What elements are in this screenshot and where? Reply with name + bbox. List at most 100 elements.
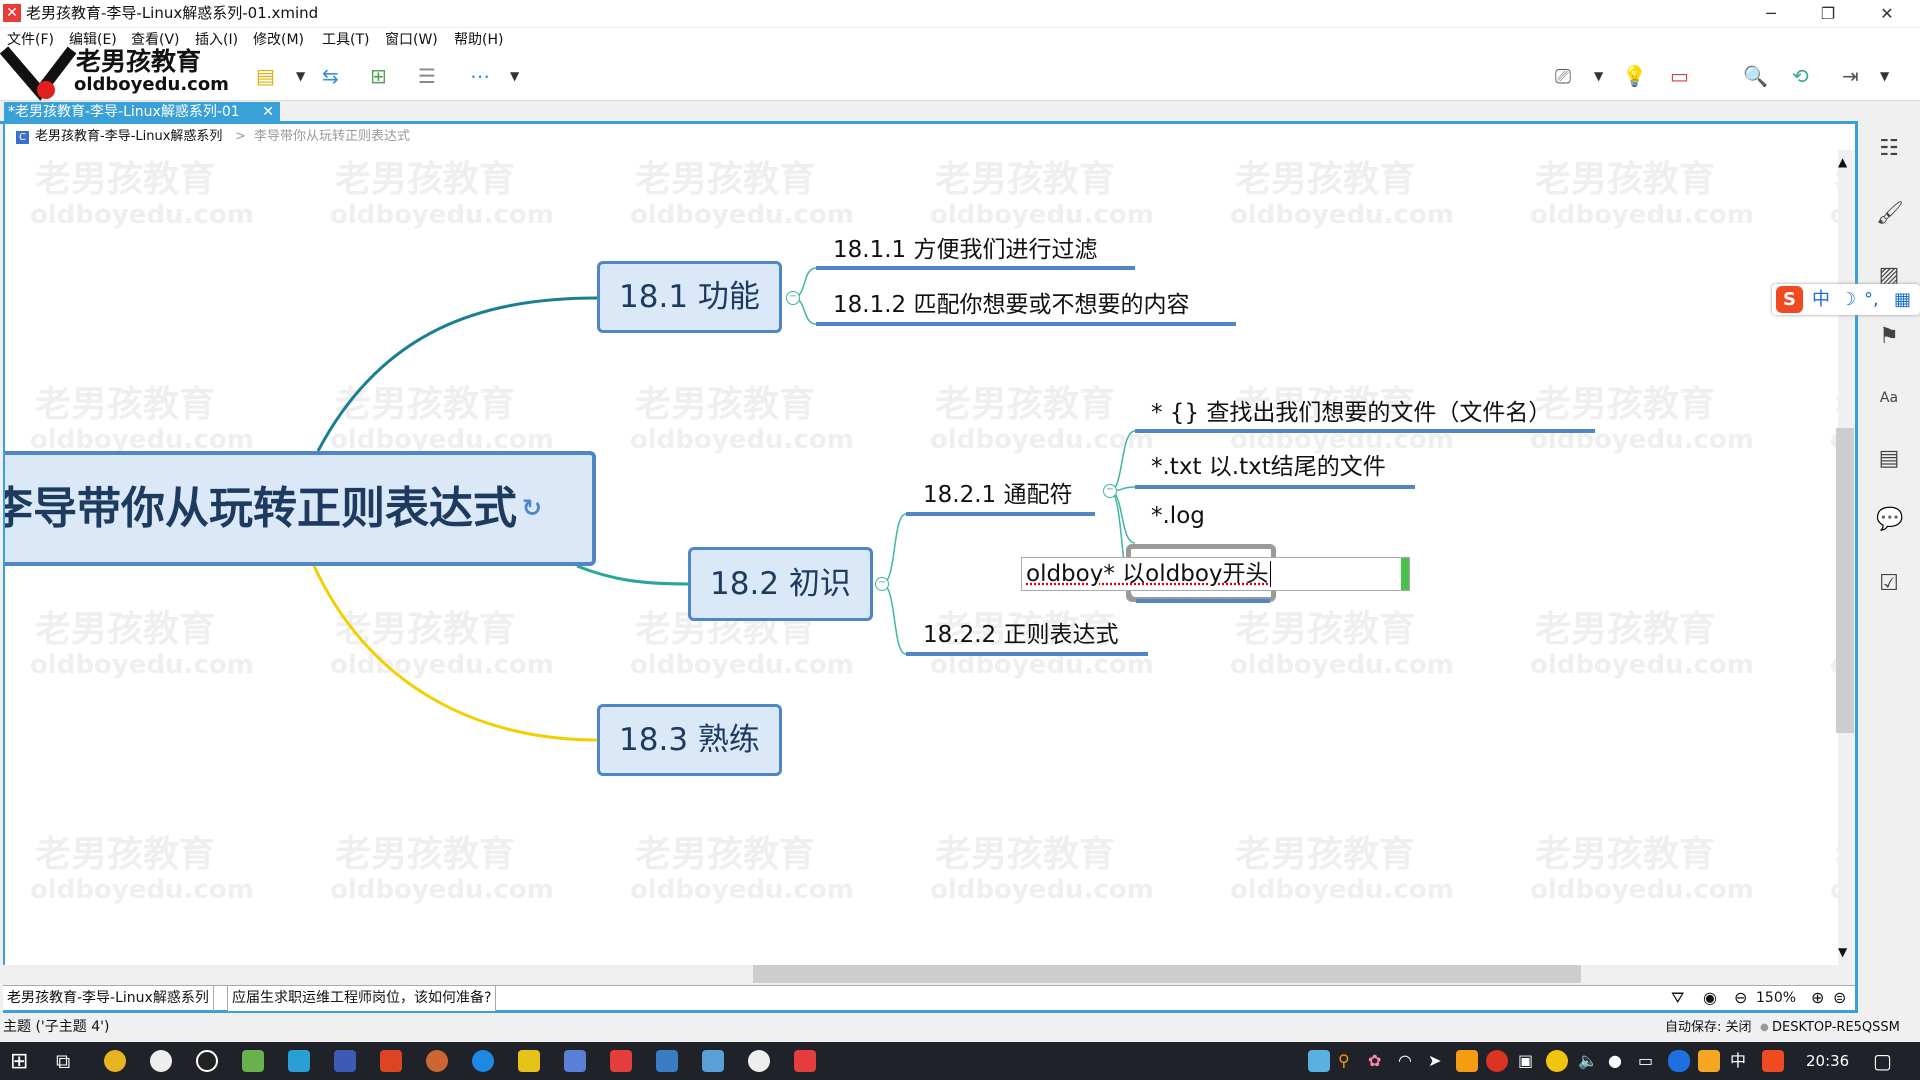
autosave-status[interactable]: 自动保存: 关闭 <box>1665 1020 1752 1035</box>
subtopic-18-2-1[interactable]: 18.2.1 通配符 <box>923 482 1073 508</box>
tray-orange-icon[interactable] <box>1456 1050 1478 1072</box>
menu-file[interactable]: 文件(F) <box>7 32 54 48</box>
menu-view[interactable]: 查看(V) <box>131 32 180 48</box>
menu-tools[interactable]: 工具(T) <box>322 32 370 48</box>
collapse-18-2-icon[interactable]: − <box>875 577 889 591</box>
relationship-icon[interactable]: ⇆ <box>322 64 339 88</box>
xmind-active-icon[interactable] <box>794 1050 816 1072</box>
tab-document[interactable]: *老男孩教育-李导-Linux解惑系列-01 ✕ <box>4 102 280 122</box>
export-icon[interactable]: ⇥ <box>1842 64 1859 88</box>
windows-start-icon[interactable]: ⊞ <box>10 1049 29 1074</box>
scroll-down-icon[interactable]: ▼ <box>1838 945 1848 959</box>
wildcard-item-3[interactable]: *.log <box>1151 503 1205 529</box>
teamviewer-icon[interactable] <box>472 1050 494 1072</box>
wildcard-item-2[interactable]: *.txt 以.txt结尾的文件 <box>1151 454 1386 480</box>
send-icon[interactable]: ➤ <box>1428 1051 1442 1070</box>
export-dropdown-icon[interactable]: ▼ <box>1880 69 1890 83</box>
sheet-tab-2[interactable]: 应届生求职运维工程师岗位，该如何准备? <box>227 986 497 1011</box>
app-icon[interactable] <box>150 1050 172 1072</box>
minimize-button[interactable]: ─ <box>1766 4 1776 23</box>
boundary-icon[interactable]: ☰ <box>418 64 436 88</box>
presentation-dropdown-icon[interactable]: ▼ <box>1594 69 1604 83</box>
tray-search-icon[interactable]: ⚲ <box>1338 1051 1350 1070</box>
netease-music-icon[interactable] <box>380 1050 402 1072</box>
close-button[interactable]: ✕ <box>1880 4 1894 23</box>
tray-app-icon[interactable] <box>1308 1050 1330 1072</box>
subtopic-18-1-1[interactable]: 18.1.1 方便我们进行过滤 <box>833 237 1098 263</box>
more-icon[interactable]: ⋯ <box>470 64 490 88</box>
notes-icon[interactable]: ▤ <box>1878 446 1900 471</box>
menu-window[interactable]: 窗口(W) <box>385 32 438 48</box>
kite-icon[interactable] <box>656 1050 678 1072</box>
topic-18-3[interactable]: 18.3 熟练 <box>597 704 782 776</box>
notepad-icon[interactable] <box>242 1050 264 1072</box>
obs-icon[interactable] <box>748 1050 770 1072</box>
drill-up-icon[interactable]: ↻ <box>521 494 542 522</box>
menu-insert[interactable]: 插入(I) <box>195 32 239 48</box>
marker-flag-icon[interactable]: ⚑ <box>1879 324 1899 349</box>
subtopic-18-1-2[interactable]: 18.1.2 匹配你想要或不想要的内容 <box>833 292 1190 318</box>
menu-modify[interactable]: 修改(M) <box>253 32 305 48</box>
sogou-ime-bar[interactable]: S 中 ☽ °, ▦ <box>1772 284 1920 315</box>
sogou-tray-icon[interactable] <box>1762 1050 1784 1072</box>
resize-handle[interactable] <box>1401 558 1409 590</box>
task-icon[interactable]: ☑ <box>1879 571 1899 596</box>
image-icon[interactable]: ▨ <box>1878 263 1900 288</box>
topic-18-1[interactable]: 18.1 功能 <box>597 261 782 333</box>
battery-icon[interactable]: ▭ <box>1638 1051 1654 1070</box>
gantt-icon[interactable]: ▭ <box>1670 64 1689 88</box>
wildcard-item-1[interactable]: * {} 查找出我们想要的文件（文件名） <box>1151 400 1552 426</box>
zoom-out-icon[interactable]: ⊖ <box>1734 988 1748 1007</box>
topic-18-2[interactable]: 18.2 初识 <box>688 547 873 621</box>
ime-mode[interactable]: 中 <box>1812 289 1830 310</box>
clock[interactable]: 20:36 <box>1806 1052 1850 1070</box>
security-shield-icon[interactable] <box>1698 1050 1720 1072</box>
restore-button[interactable]: ❐ <box>1820 4 1836 23</box>
tab-close-icon[interactable]: ✕ <box>262 104 274 120</box>
eye-icon[interactable]: ◉ <box>1703 988 1717 1007</box>
screenshot-icon[interactable] <box>702 1050 724 1072</box>
comments-icon[interactable]: 💬 <box>1876 507 1904 532</box>
vmware-icon[interactable] <box>288 1050 310 1072</box>
filter-icon[interactable]: ⛛ <box>1671 988 1685 1007</box>
topic-icon[interactable]: ▤ <box>256 64 275 88</box>
format-brush-icon[interactable]: 🖌 <box>1876 201 1904 226</box>
vertical-scrollbar-thumb[interactable] <box>1836 428 1854 733</box>
structure-icon[interactable]: ⊞ <box>370 64 387 88</box>
font-icon[interactable]: Aa <box>1879 390 1899 406</box>
qq-icon[interactable] <box>196 1050 218 1072</box>
breadcrumb-current[interactable]: 李导带你从玩转正则表达式 <box>254 129 411 144</box>
share-icon[interactable]: ⟲ <box>1792 64 1809 88</box>
bluetooth-icon[interactable] <box>1668 1050 1690 1072</box>
breadcrumb-root[interactable]: 老男孩教育-李导-Linux解惑系列 <box>35 129 223 144</box>
tray-palette-icon[interactable] <box>1546 1050 1568 1072</box>
menu-help[interactable]: 帮助(H) <box>454 32 504 48</box>
qq-tray-icon[interactable]: ● <box>1608 1051 1622 1070</box>
notification-icon[interactable]: ▢ <box>1873 1049 1892 1073</box>
save-app-icon[interactable] <box>334 1050 356 1072</box>
zoom-fit-icon[interactable]: ⊜ <box>1833 988 1847 1007</box>
topic-edit-input[interactable]: oldboy* 以oldboy开头 <box>1021 557 1410 591</box>
outline-icon[interactable]: ☷ <box>1879 136 1899 161</box>
central-topic[interactable]: 李导带你从玩转正则表达式 ↻ <box>5 451 596 566</box>
menu-edit[interactable]: 编辑(E) <box>69 32 117 48</box>
chrome-icon[interactable] <box>104 1050 126 1072</box>
task-view-icon[interactable]: ⧉ <box>56 1049 71 1073</box>
tray-stop-icon[interactable] <box>1486 1050 1508 1072</box>
collapse-18-1-icon[interactable]: − <box>786 291 800 305</box>
subtopic-18-2-2[interactable]: 18.2.2 正则表达式 <box>923 622 1119 648</box>
idea-icon[interactable]: 💡 <box>1622 64 1647 88</box>
grid-icon[interactable]: ▦ <box>1894 289 1912 310</box>
feishu-icon[interactable] <box>564 1050 586 1072</box>
topic-dropdown-icon[interactable]: ▼ <box>296 69 306 83</box>
xmind-task-icon[interactable] <box>610 1050 632 1072</box>
zoom-in-icon[interactable]: ⊕ <box>1811 988 1825 1007</box>
horizontal-scrollbar-thumb[interactable] <box>753 965 1581 983</box>
moon-icon[interactable]: ☽ <box>1840 289 1857 310</box>
scroll-up-icon[interactable]: ▲ <box>1838 155 1848 169</box>
volume-icon[interactable]: 🔈 <box>1578 1051 1598 1070</box>
xshell-icon[interactable] <box>518 1050 540 1072</box>
more-dropdown-icon[interactable]: ▼ <box>510 69 520 83</box>
search-icon[interactable]: 🔍 <box>1743 64 1768 88</box>
